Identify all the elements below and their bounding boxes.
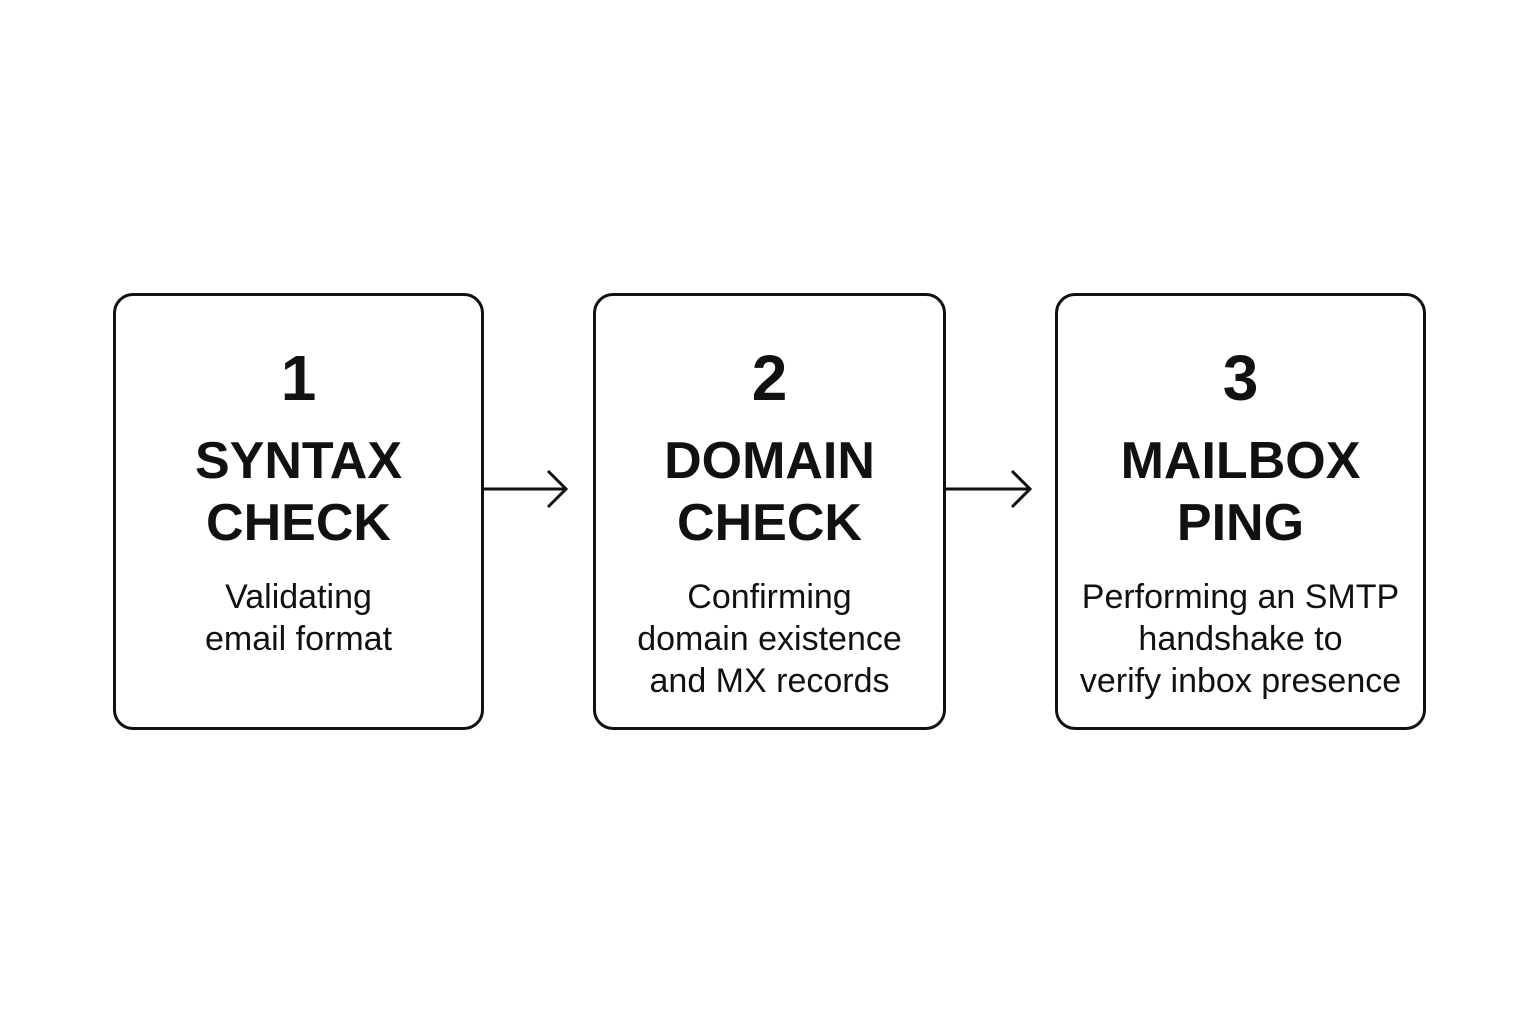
step-title: DOMAIN CHECK [596,430,943,554]
step-number: 3 [1222,342,1259,414]
step-title-line: SYNTAX [194,432,403,490]
step-title-line: CHECK [677,494,862,552]
step-title-line: DOMAIN [664,432,875,490]
step-number: 2 [751,342,788,414]
step-number: 1 [280,342,317,414]
step-description: Validating email format [122,576,475,660]
step-box-mailbox-ping: 3 MAILBOX PING Performing an SMTP handsh… [1055,293,1426,730]
arrow-right-icon [946,469,1033,509]
step-title-line: CHECK [206,494,391,552]
step-description-line: and MX records [649,662,890,700]
step-title: SYNTAX CHECK [116,430,481,554]
step-description-line: Performing an SMTP [1081,578,1400,616]
step-title-line: PING [1176,494,1305,552]
step-description: Performing an SMTP handshake to verify i… [1064,576,1417,702]
step-description-line: domain existence [637,620,902,658]
step-title: MAILBOX PING [1058,430,1423,554]
arrow-right-icon [484,469,569,509]
step-box-syntax-check: 1 SYNTAX CHECK Validating email format [113,293,484,730]
step-description-line: Validating [225,578,372,616]
step-title-line: MAILBOX [1120,432,1361,490]
step-description-line: verify inbox presence [1079,662,1402,700]
step-description: Confirming domain existence and MX recor… [602,576,937,702]
step-description-line: email format [204,620,393,658]
step-description-line: Confirming [687,578,852,616]
step-box-domain-check: 2 DOMAIN CHECK Confirming domain existen… [593,293,946,730]
step-description-line: handshake to [1138,620,1343,658]
